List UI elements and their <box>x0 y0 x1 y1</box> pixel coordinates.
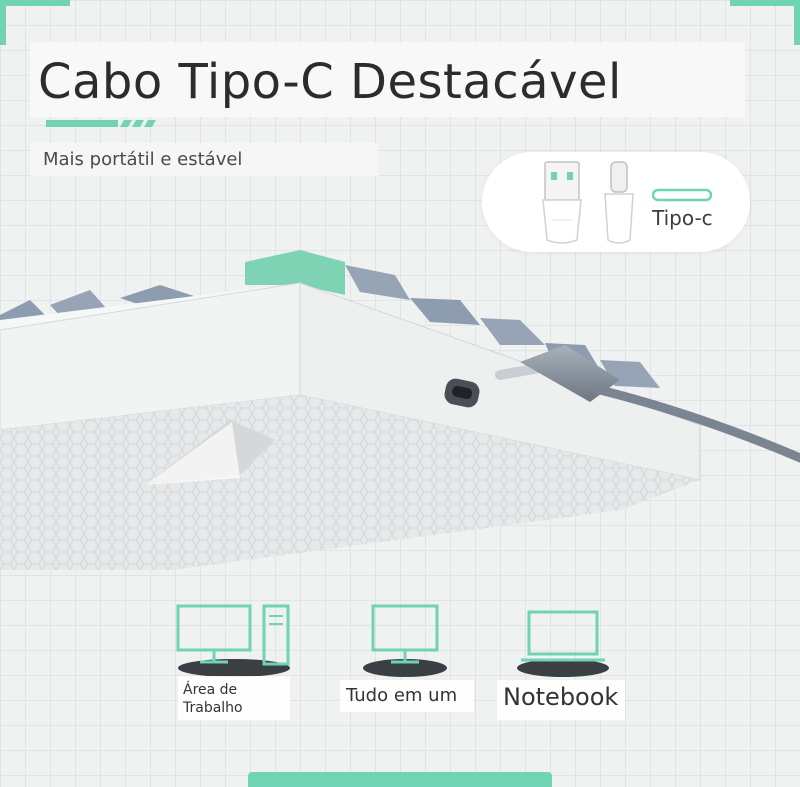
desktop-label: Área de Trabalho <box>183 681 243 717</box>
frame-corner-top-right-v <box>794 0 800 45</box>
usb-c-port-icon <box>652 188 712 202</box>
usb-c-connector-icon <box>604 161 634 244</box>
desktop-label-line1: Área de <box>183 682 238 698</box>
page-title: Cabo Tipo-C Destacável <box>38 54 622 110</box>
notebook-icon <box>517 610 609 677</box>
aio-label-background <box>340 680 474 712</box>
keyboard-illustration <box>0 250 800 570</box>
notebook-label: Notebook <box>503 683 619 711</box>
subtitle-background <box>30 143 378 176</box>
all-in-one-monitor-icon <box>363 604 447 677</box>
frame-corner-top-left-v <box>0 0 6 45</box>
usb-a-connector-icon <box>542 161 582 244</box>
tipo-c-label: Tipo-c <box>652 206 713 230</box>
usb-c-cable <box>495 345 800 463</box>
frame-corner-top-left <box>0 0 70 6</box>
title-background <box>30 42 745 117</box>
desktop-label-background <box>178 676 290 720</box>
connector-card <box>482 152 750 252</box>
page-subtitle: Mais portátil e estável <box>43 149 243 170</box>
title-accent-bar <box>46 120 156 127</box>
all-in-one-label: Tudo em um <box>346 685 458 706</box>
mint-keycap <box>245 250 345 295</box>
frame-corner-top-right <box>730 0 800 6</box>
desktop-label-line2: Trabalho <box>183 700 243 716</box>
desktop-computer-icon <box>176 604 290 677</box>
frame-bottom-bar <box>248 772 552 787</box>
notebook-label-background <box>497 680 625 720</box>
